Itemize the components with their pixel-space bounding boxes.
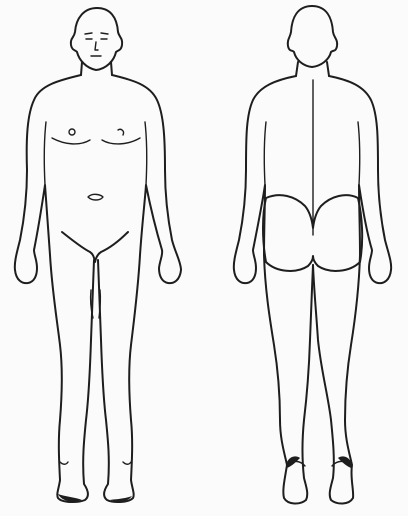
back-neck-right [327,62,329,76]
front-navel [88,194,103,200]
front-left-eyebrow [85,33,92,34]
front-right-inner-arm [145,122,147,185]
front-neck-right [111,62,112,75]
back-left-inner-arm [264,122,266,185]
front-left-ankle [60,462,68,464]
front-head-outline [71,8,122,70]
back-neck-left [296,62,298,76]
back-head-outline [288,6,337,67]
front-neck-left [81,62,82,75]
front-body-figure [15,8,181,502]
front-left-inner-arm [44,122,46,185]
back-body-left-outline [234,76,313,504]
front-chest-line-right [102,138,140,144]
front-chest-line [52,138,90,144]
back-right-heel-shade [338,456,351,468]
front-right-eyebrow [101,33,108,34]
back-right-inner-arm [358,122,360,185]
front-right-ankle [123,462,131,464]
front-pelvis-outline [62,232,128,262]
front-nose [95,42,98,50]
back-body-right-outline [313,76,391,504]
front-left-nipple [69,129,75,135]
front-right-nipple [118,129,124,135]
back-body-figure [234,6,391,504]
